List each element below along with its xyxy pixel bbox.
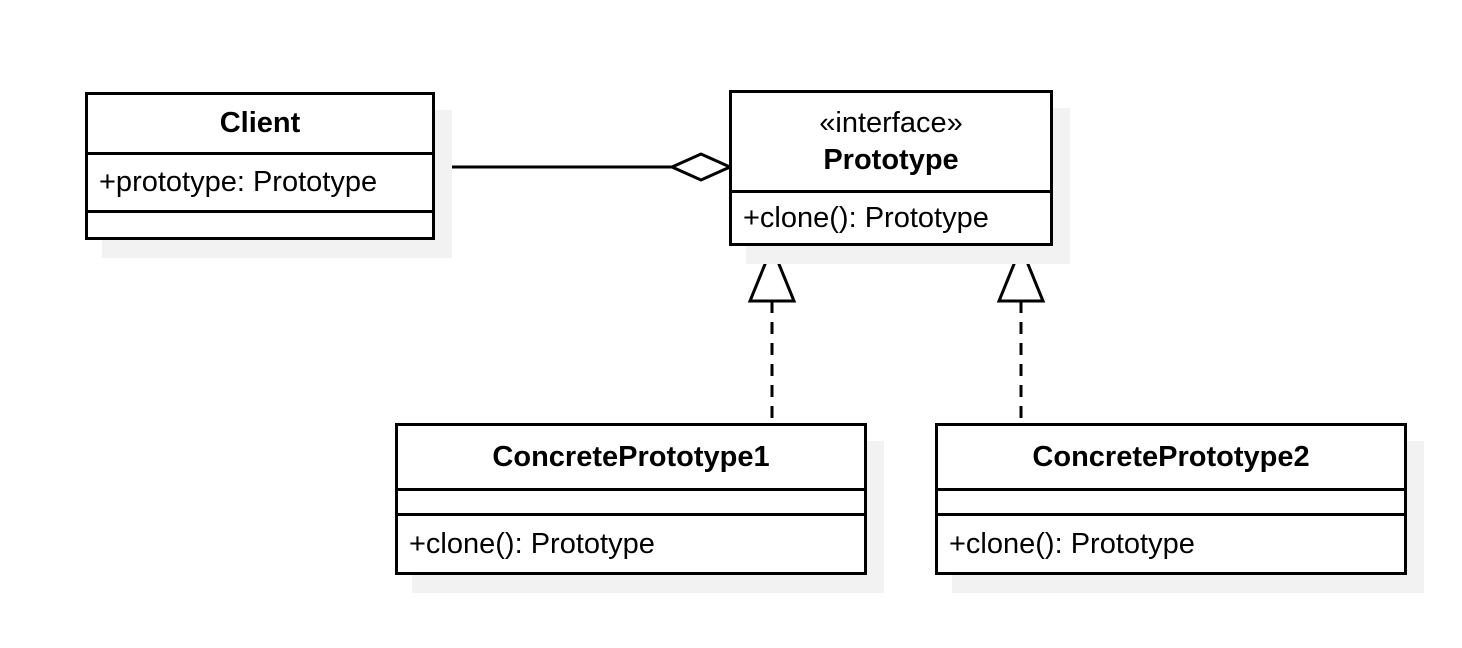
aggregation-diamond-icon [668,152,734,182]
realization-triangle-icon-1 [747,243,797,303]
methods-compartment: +clone(): Prototype [938,516,1404,572]
class-node-concrete-prototype-1: ConcretePrototype1 +clone(): Prototype [395,423,867,575]
attributes-compartment: +prototype: Prototype [88,155,432,213]
methods-compartment: +clone(): Prototype [732,193,1050,243]
methods-compartment: +clone(): Prototype [398,516,864,572]
class-name-label: Client [219,107,301,139]
methods-compartment-empty [88,213,432,237]
realization-triangle-icon-2 [996,243,1046,303]
class-name: Client [88,95,432,155]
class-name: «interface» Prototype [732,93,1050,193]
method-item: +clone(): Prototype [949,527,1195,560]
class-name: ConcretePrototype2 [938,426,1404,491]
method-item: +clone(): Prototype [409,527,655,560]
method-item: +clone(): Prototype [743,201,989,234]
attribute-item: +prototype: Prototype [99,166,378,198]
attributes-compartment-empty [938,491,1404,516]
class-name: ConcretePrototype1 [398,426,864,491]
class-node-prototype: «interface» Prototype +clone(): Prototyp… [729,90,1053,246]
class-name-label: ConcretePrototype1 [492,440,770,473]
class-name-label: ConcretePrototype2 [1032,440,1310,473]
stereotype-label: «interface» [819,106,963,139]
class-node-concrete-prototype-2: ConcretePrototype2 +clone(): Prototype [935,423,1407,575]
attributes-compartment-empty [398,491,864,516]
class-node-client: Client +prototype: Prototype [85,92,435,240]
class-name-label: Prototype [823,143,959,176]
